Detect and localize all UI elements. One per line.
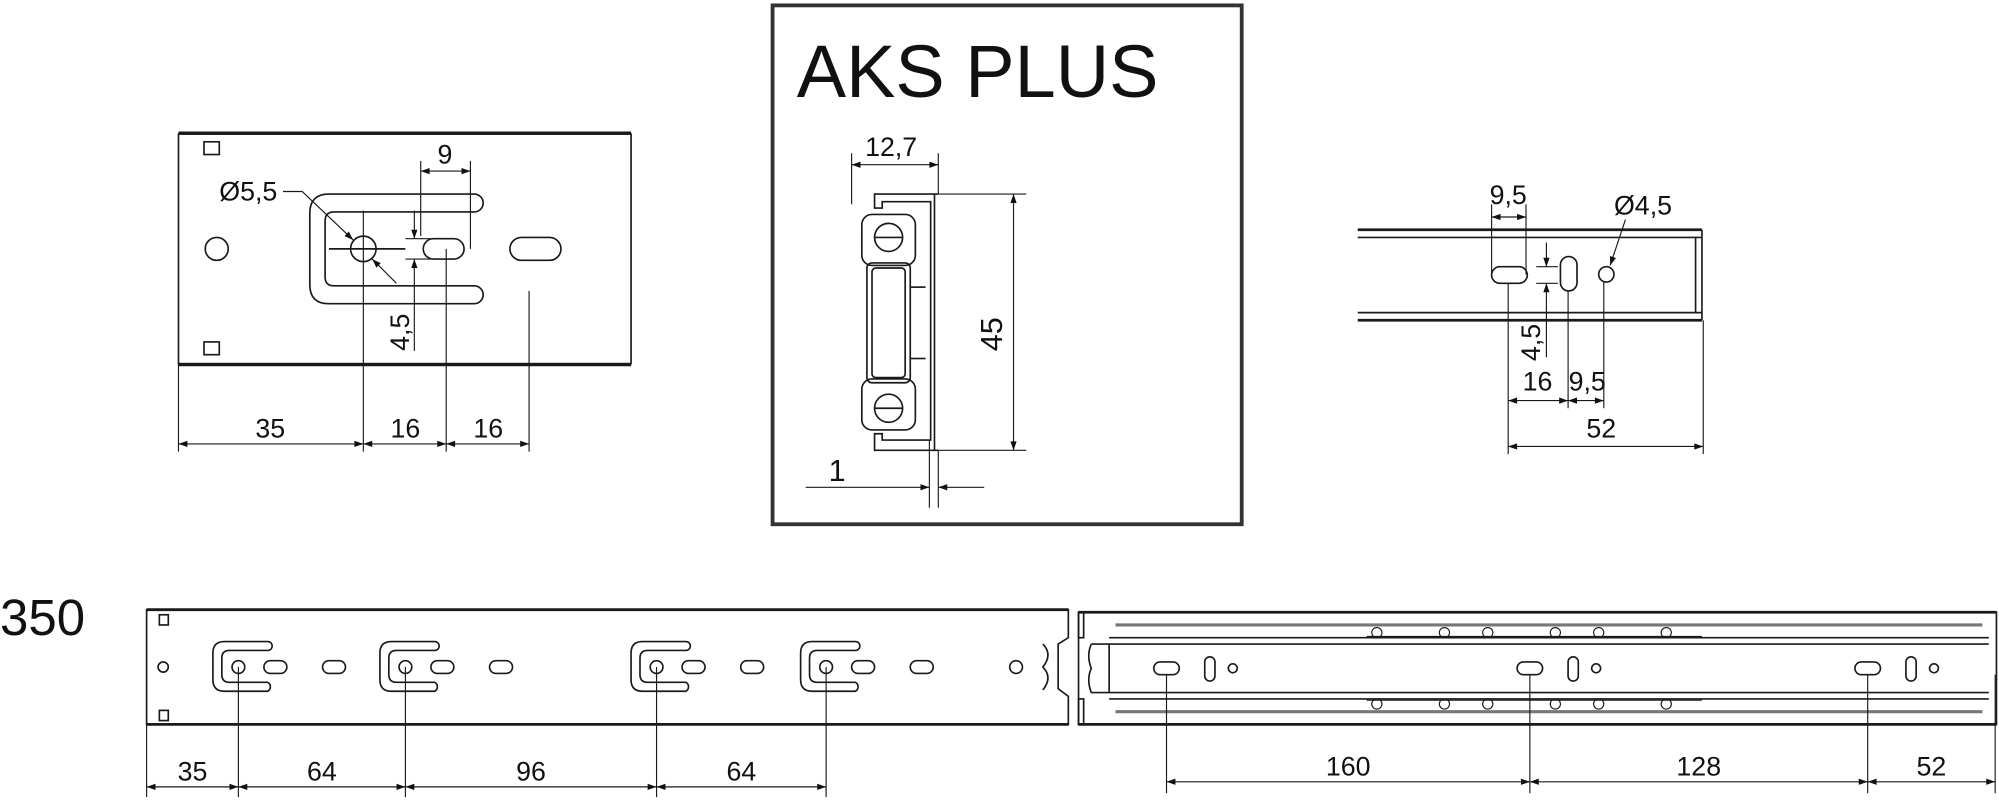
ball-icon xyxy=(1371,626,1383,639)
hole xyxy=(204,236,230,262)
dim-slot-width: 9,5 xyxy=(1490,180,1527,210)
ball-icon xyxy=(1549,698,1562,710)
profile-detail: AKS PLUS 12,7 45 1 xyxy=(770,3,1244,527)
slot xyxy=(1567,656,1580,682)
dim-hole-diameter: Ø4,5 xyxy=(1614,190,1672,220)
dimension-label: 96 xyxy=(516,756,546,786)
u-slot xyxy=(212,640,273,693)
slot xyxy=(321,659,347,675)
u-slot xyxy=(308,193,484,305)
hole xyxy=(1227,663,1239,674)
mounting-plate-detail: 35 16 16 9 Ø5,5 4,5 xyxy=(177,131,632,452)
dim-profile-width: 12,7 xyxy=(865,132,917,162)
u-slot xyxy=(379,640,441,693)
slot xyxy=(1559,255,1578,292)
tab xyxy=(203,341,221,356)
hole xyxy=(1928,663,1940,674)
length-label: 350 xyxy=(0,589,85,646)
slot xyxy=(422,237,465,260)
slot xyxy=(1854,661,1882,676)
u-slot xyxy=(799,640,861,693)
dim-slot-height: 4,5 xyxy=(1516,324,1546,361)
dimension-label: 64 xyxy=(307,756,337,786)
dimension-label: 52 xyxy=(1917,751,1947,781)
dim-16: 16 xyxy=(1523,366,1553,396)
mounting-bracket xyxy=(630,640,765,693)
slot xyxy=(1516,661,1544,676)
rail-hole-detail: 9,5 Ø4,5 4,5 16 9,5 52 xyxy=(1357,180,1704,455)
cabinet-rail: 35 64 96 64 xyxy=(145,608,1070,798)
slot xyxy=(1203,656,1216,682)
slot xyxy=(430,659,455,675)
ball-icon xyxy=(1593,698,1605,710)
dim-16: 16 xyxy=(391,414,421,444)
dim-profile-height: 45 xyxy=(975,317,1009,351)
dim-9-5: 9,5 xyxy=(1569,366,1606,396)
tab xyxy=(203,140,221,156)
slot xyxy=(488,659,514,675)
ball-icon xyxy=(1593,626,1605,639)
slot xyxy=(681,659,706,675)
mounting-bracket xyxy=(379,640,514,693)
hole xyxy=(1597,265,1615,283)
dim-gap: 1 xyxy=(829,454,846,488)
ball-icon xyxy=(1660,698,1672,710)
slot xyxy=(909,659,935,675)
slot xyxy=(1152,661,1181,676)
slot xyxy=(263,659,288,675)
slot xyxy=(509,236,562,262)
mounting-bracket xyxy=(799,640,935,693)
hole xyxy=(1590,663,1602,674)
slot xyxy=(850,659,876,675)
ball-icon xyxy=(1482,626,1494,639)
dim-35: 35 xyxy=(255,414,285,444)
slot xyxy=(739,659,765,675)
drawer-rail: 160 128 52 xyxy=(1077,610,1998,794)
mounting-bracket xyxy=(212,640,347,693)
ball-icon xyxy=(1482,698,1494,710)
dimension-label: 35 xyxy=(178,756,208,786)
ball-icon xyxy=(1371,698,1383,710)
slot xyxy=(1905,656,1917,682)
dim-hole-diameter: Ø5,5 xyxy=(219,176,277,206)
dim-16: 16 xyxy=(473,414,503,444)
ball-icon xyxy=(1660,626,1672,639)
dim-52: 52 xyxy=(1586,414,1616,444)
product-title: AKS PLUS xyxy=(797,30,1159,113)
dim-slot-height: 4,5 xyxy=(385,314,415,351)
dimension-label: 160 xyxy=(1326,751,1371,781)
u-slot xyxy=(630,640,692,693)
mounting-hole-group xyxy=(1516,656,1602,682)
dim-slot-width: 9 xyxy=(437,139,452,169)
mounting-hole-group xyxy=(1854,656,1940,682)
ball-icon xyxy=(1438,698,1451,710)
dimension-label: 64 xyxy=(726,756,756,786)
dimension-label: 128 xyxy=(1676,751,1721,781)
ball-icon xyxy=(1438,626,1451,639)
slot xyxy=(1490,265,1529,285)
ball-icon xyxy=(1549,626,1562,639)
